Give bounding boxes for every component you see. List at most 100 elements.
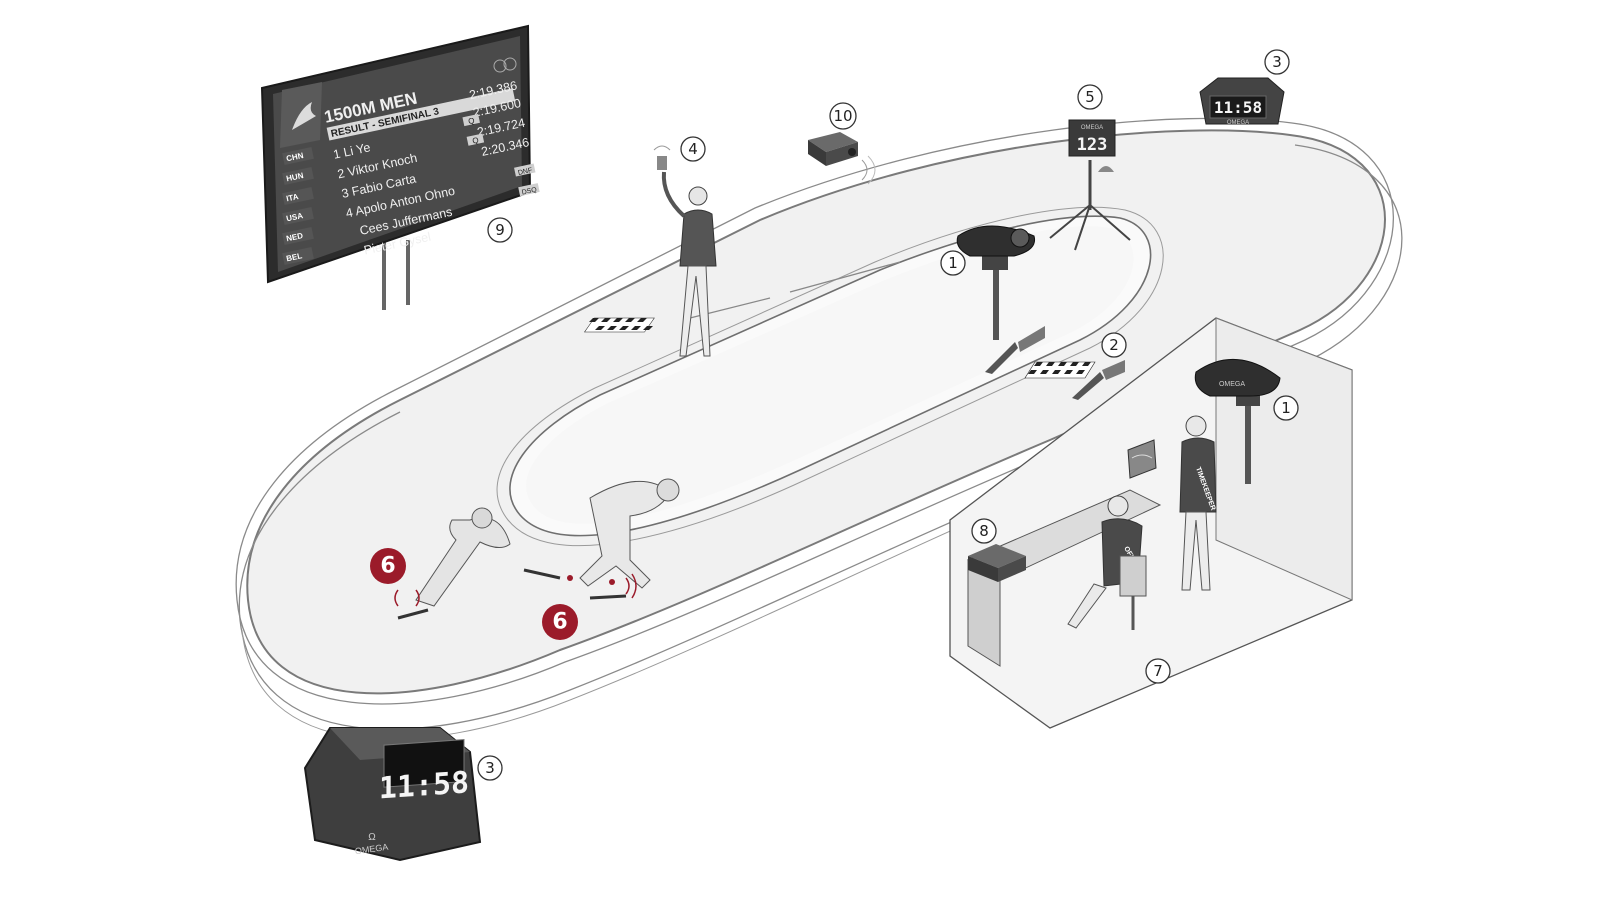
svg-text:1: 1: [948, 254, 958, 272]
small-clock-brand: OMEGA: [1227, 120, 1249, 126]
callout-2-photocells: 2: [1101, 332, 1127, 358]
callout-7-timing-room: 7: [1145, 658, 1171, 684]
callout-5-lap-counter: 5: [1077, 84, 1103, 110]
skate-blade: [589, 594, 627, 600]
signal-wave-icon: [415, 589, 420, 607]
svg-text:10: 10: [833, 107, 852, 125]
signal-wave-icon: [631, 573, 637, 599]
svg-text:3: 3: [485, 759, 495, 777]
country-code: BEL: [285, 251, 303, 263]
helmet: [656, 478, 680, 502]
callout-6-transponder-right: 6: [542, 604, 578, 640]
wifi-icon: [1131, 454, 1153, 459]
transponder-icon: [567, 575, 573, 581]
laptop: [1127, 439, 1157, 479]
svg-text:4: 4: [688, 140, 698, 158]
country-code: NED: [285, 231, 304, 243]
qualified-badge-text: Q: [472, 136, 480, 146]
sensor-box-10: [808, 132, 876, 185]
svg-text:9: 9: [495, 221, 505, 239]
svg-text:3: 3: [1272, 53, 1282, 71]
track-infield: [526, 226, 1134, 524]
oval-track: [235, 117, 1403, 740]
callout-3-small-clock: 3: [1264, 49, 1290, 75]
lens-icon: [848, 148, 856, 156]
camera-lens-icon: [1010, 228, 1030, 248]
results-scoreboard: 1500M MEN RESULT - SEMIFINAL 3 1 Li Ye 2…: [260, 24, 540, 310]
omega-logo-icon: Ω: [368, 832, 376, 843]
svg-text:8: 8: [979, 522, 989, 540]
skate-blade: [397, 608, 429, 620]
callout-4-starter: 4: [680, 136, 706, 162]
lap-counter-value: 123: [1077, 135, 1108, 155]
helmet: [471, 507, 493, 529]
skater-left: [397, 507, 511, 620]
bell-icon: [1098, 166, 1114, 172]
room-camera: [1194, 359, 1281, 397]
callout-6-transponder-left: 6: [370, 548, 406, 584]
svg-text:6: 6: [552, 610, 567, 635]
dsq-badge-text: DSQ: [521, 186, 538, 196]
scoreboard-screen: [273, 36, 522, 272]
qualified-badge: [466, 133, 485, 146]
skater-pictogram-icon: [292, 102, 316, 130]
callout-1-room-camera: 1: [1273, 395, 1299, 421]
track-barrier-rail-top: [235, 117, 1394, 705]
svg-text:6: 6: [380, 554, 395, 579]
country-code: ITA: [285, 192, 299, 203]
olympic-rings-icon: [503, 57, 517, 71]
callout-8-timing-console: 8: [971, 518, 997, 544]
large-clock-time: 11:58: [379, 765, 469, 806]
country-code: CHN: [285, 151, 304, 163]
skater-right: [523, 478, 680, 600]
lap-counter-brand: OMEGA: [1081, 125, 1103, 131]
country-code: USA: [285, 211, 304, 223]
svg-text:1: 1: [1281, 399, 1291, 417]
signal-wave-icon: [394, 589, 399, 607]
track-barrier-rail-base: [238, 144, 1403, 730]
large-display-clock: 11:58 OMEGA Ω: [303, 727, 482, 862]
country-codes: CHN HUN ITA USA NED BEL: [282, 147, 314, 265]
lane-mark: [789, 261, 901, 293]
photocell-posts: [985, 326, 1125, 400]
signal-wave-icon: [625, 577, 630, 595]
svg-text:7: 7: [1153, 662, 1163, 680]
signal-wave-icon: [867, 155, 876, 185]
qualified-badge-text: Q: [467, 116, 475, 126]
country-code: HUN: [285, 171, 304, 183]
timing-room: OFFICIAL TIMEKEEPER OMEGA: [949, 317, 1353, 729]
lap-counter-board: [1068, 119, 1116, 157]
callout-1-track-camera: 1: [940, 250, 966, 276]
large-clock-brand: OMEGA: [354, 842, 389, 857]
finish-line-checkered: [1024, 361, 1096, 379]
skate-blade: [523, 568, 561, 580]
transponder-signals: [394, 573, 637, 607]
scoreboard-subtitle-bar: [326, 88, 516, 141]
olympic-rings-icon: [493, 59, 507, 73]
qualified-badge: [462, 114, 480, 127]
small-display-clock: 11:58 OMEGA: [1199, 77, 1285, 126]
starter-gun-icon: [657, 156, 667, 170]
dnf-badge: [514, 163, 536, 177]
starter-official: [653, 145, 717, 357]
dnf-badge-text: DNF: [517, 167, 533, 177]
track-inner-lane-line-2: [496, 206, 1164, 547]
callout-9-scoreboard: 9: [487, 217, 513, 243]
signal-wave-icon: [653, 145, 671, 151]
svg-text:5: 5: [1085, 88, 1095, 106]
small-clock-time: 11:58: [1214, 98, 1262, 117]
callout-3-large-clock: 3: [477, 755, 503, 781]
callout-10-sensor: 10: [829, 102, 857, 130]
callouts: 1 1 2 3 3 4 5 6: [370, 49, 1299, 781]
lap-counter: OMEGA 123: [1049, 119, 1131, 251]
start-line-checkered: [584, 317, 655, 333]
transponder-icon: [609, 579, 615, 585]
photo-finish-camera-track: [956, 225, 1036, 340]
room-camera-brand: OMEGA: [1219, 381, 1245, 388]
dsq-badge: [518, 183, 540, 197]
office-chair: [1119, 555, 1147, 597]
signal-wave-icon: [861, 159, 868, 181]
timing-console: [968, 544, 1026, 568]
svg-text:2: 2: [1109, 336, 1119, 354]
